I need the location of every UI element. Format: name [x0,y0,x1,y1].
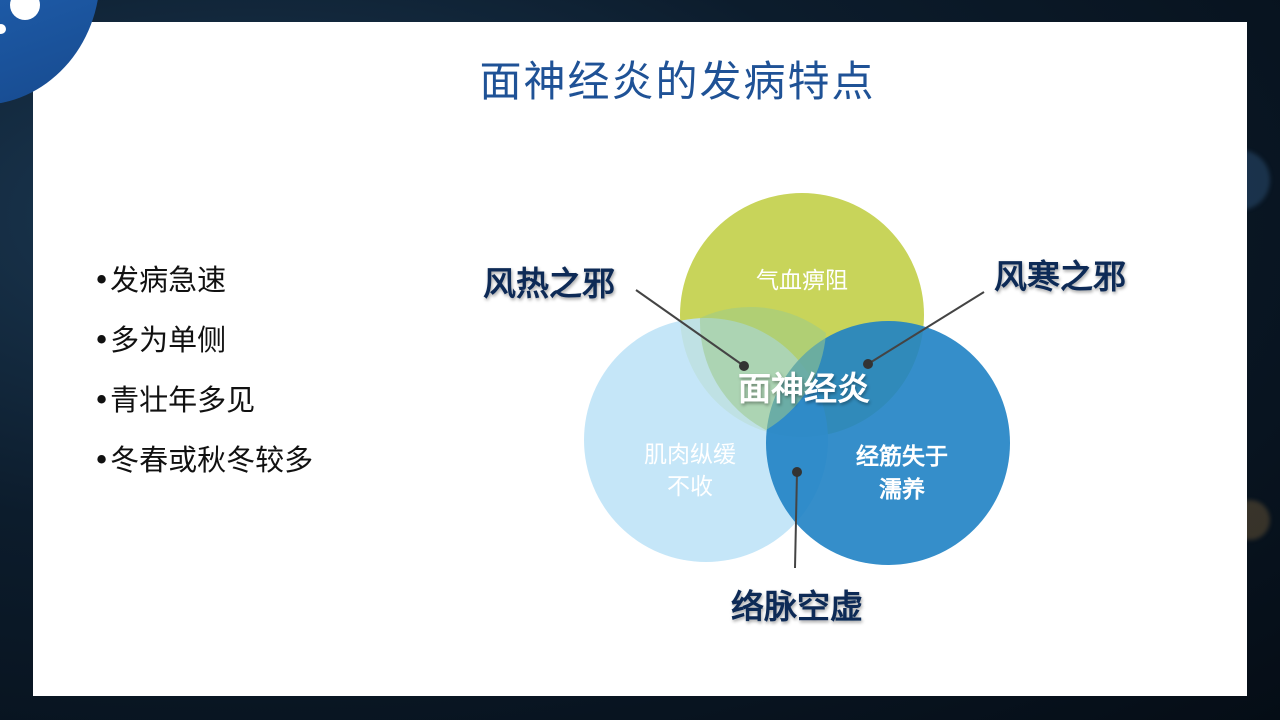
leader-dot-wind-heat [739,361,749,371]
venn-label-top: 气血痹阻 [756,268,848,294]
list-item: •多为单侧 [93,323,227,357]
feature-list: •发病急速 •多为单侧 •青壮年多见 •冬春或秋冬较多 [93,250,313,490]
venn-label-right-line2: 濡养 [879,476,925,503]
venn-circle-right [766,321,1010,565]
corner-dot-small [0,24,6,34]
venn-label-left-line1: 肌肉纵缓 [644,442,736,468]
venn-label-left-line2: 不收 [667,474,713,500]
callout-vessel-void: 络脉空虚 [731,587,863,626]
page-title: 面神经炎的发病特点 [479,57,876,106]
venn-overlap-top-left [699,306,826,430]
leader-line-wind-cold [867,291,985,365]
callout-wind-heat: 风热之邪 [483,264,615,303]
callout-wind-cold: 风寒之邪 [994,257,1126,296]
list-item: •发病急速 [93,263,227,297]
leader-dot-vessel-void [792,467,802,477]
venn-label-right-line1: 经筋失于 [856,443,948,470]
corner-dot-large [10,0,40,20]
list-item: •冬春或秋冬较多 [93,443,314,477]
leader-line-vessel-void [794,471,798,569]
venn-center-label: 面神经炎 [738,369,870,408]
list-item: •青壮年多见 [93,383,256,417]
leader-line-wind-heat [635,289,745,367]
leader-dot-wind-cold [863,359,873,369]
